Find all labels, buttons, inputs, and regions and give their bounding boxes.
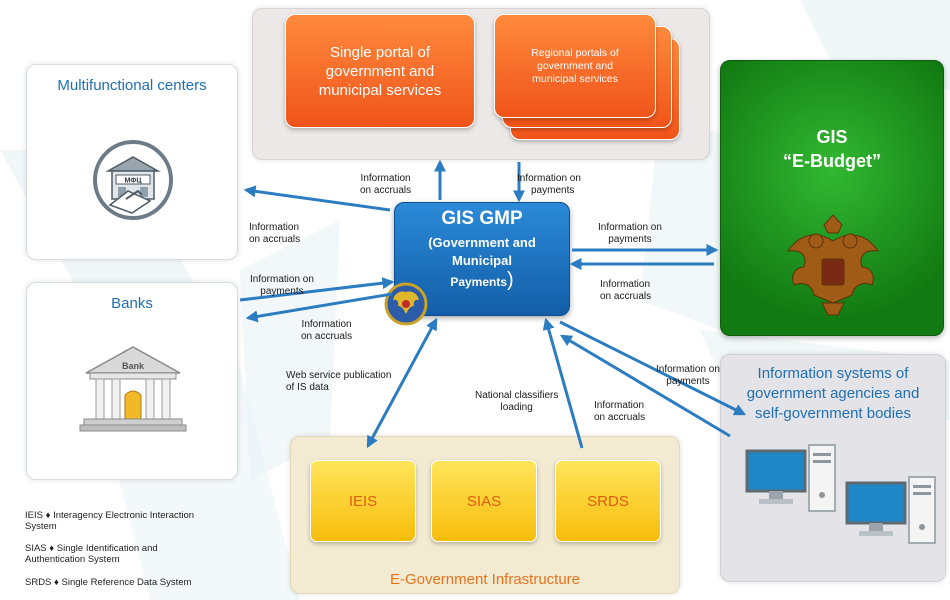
information-systems-title-1: Information systems of xyxy=(757,365,909,382)
legend-srds: SRDS ♦ Single Reference Data System xyxy=(25,577,245,588)
label-text: Information on xyxy=(656,364,720,375)
label-text: Information xyxy=(301,319,352,330)
label-text: on accruals xyxy=(301,331,353,342)
label-text: Information xyxy=(249,222,300,233)
label-text: Web service publication xyxy=(286,370,392,381)
legend-text: SIAS ♦ Single Identification and xyxy=(25,543,158,554)
regional-portals-box[interactable]: Regional portals of government and munic… xyxy=(494,14,656,118)
single-portal-line-3: municipal services xyxy=(318,81,442,99)
legend-text: System xyxy=(25,521,57,532)
information-systems-title-2: government agencies and xyxy=(746,385,920,402)
mfc-sign-text: МФЦ xyxy=(125,178,143,185)
gis-ebudget-box[interactable]: GIS “E-Budget” xyxy=(720,60,944,336)
label-text: National classifiers xyxy=(475,390,559,401)
gis-gmp-payments: Payments xyxy=(450,275,508,289)
computer-icon xyxy=(845,476,936,544)
regional-portals-line-2: government and xyxy=(537,59,613,72)
legend-ieis: IEIS ♦ Interagency Electronic Interactio… xyxy=(25,510,245,532)
information-systems-title-3: self-government bodies xyxy=(755,405,911,422)
single-portal-box[interactable]: Single portal of government and municipa… xyxy=(285,14,475,128)
label-text: payments xyxy=(260,286,304,297)
label-text: on accruals xyxy=(594,412,646,423)
regional-portals-line-1: Regional portals of xyxy=(531,46,619,59)
legend-text: IEIS ♦ Interagency Electronic Interactio… xyxy=(25,510,195,521)
single-portal-line-1: Single portal of xyxy=(329,43,431,61)
label-text: Information on xyxy=(250,274,314,285)
gis-gmp-line-1: (Government and xyxy=(428,235,536,250)
gis-gmp-title: GIS GMP xyxy=(441,208,523,229)
gis-ebudget-line-2: “E-Budget” xyxy=(783,151,881,171)
gis-gmp-line-2: Municipal xyxy=(452,253,512,268)
label-text: Information xyxy=(594,400,645,411)
label-text: Information xyxy=(600,279,651,290)
single-portal-line-2: government and xyxy=(325,62,435,80)
multifunctional-centers-panel: Multifunctional centers МФЦ xyxy=(26,64,238,260)
label-text: Information on xyxy=(598,222,662,233)
legend-text: Authentication System xyxy=(25,554,120,565)
computer-icon xyxy=(745,444,836,512)
double-headed-eagle-icon xyxy=(786,214,880,316)
sias-box[interactable]: SIAS xyxy=(431,460,537,542)
legend-text: SRDS ♦ Single Reference Data System xyxy=(25,577,192,588)
label-text: of IS data xyxy=(286,382,329,393)
srds-box[interactable]: SRDS xyxy=(555,460,661,542)
egov-infrastructure-title: E-Government Infrastructure xyxy=(389,571,581,588)
arrow-classifiers xyxy=(542,317,584,449)
gis-gmp-line-3: Payments) xyxy=(395,269,569,292)
information-systems-panel: Information systems of government agenci… xyxy=(720,354,946,582)
label-text: payments xyxy=(531,185,575,196)
label-text: on accruals xyxy=(360,185,412,196)
label-text: Information on xyxy=(517,173,581,184)
label-text: on accruals xyxy=(249,234,301,245)
banks-title: Banks xyxy=(111,295,153,312)
gis-gmp-paren: ) xyxy=(507,269,514,291)
label-text: payments xyxy=(608,234,652,245)
mfc-building-icon: МФЦ xyxy=(93,140,173,220)
label-text: loading xyxy=(500,402,533,413)
bank-building-icon: Bank xyxy=(79,346,187,432)
label-text: on accruals xyxy=(600,291,652,302)
label-text: Information xyxy=(360,173,411,184)
ieis-box[interactable]: IEIS xyxy=(310,460,416,542)
regional-portals-line-3: municipal services xyxy=(532,72,618,85)
multifunctional-centers-title: Multifunctional centers xyxy=(57,77,207,94)
treasury-emblem-icon xyxy=(384,282,428,326)
label-text: payments xyxy=(666,376,710,387)
banks-panel: Banks Bank xyxy=(26,282,238,480)
gis-ebudget-line-1: GIS xyxy=(816,127,848,147)
bank-sign-text: Bank xyxy=(122,361,145,371)
